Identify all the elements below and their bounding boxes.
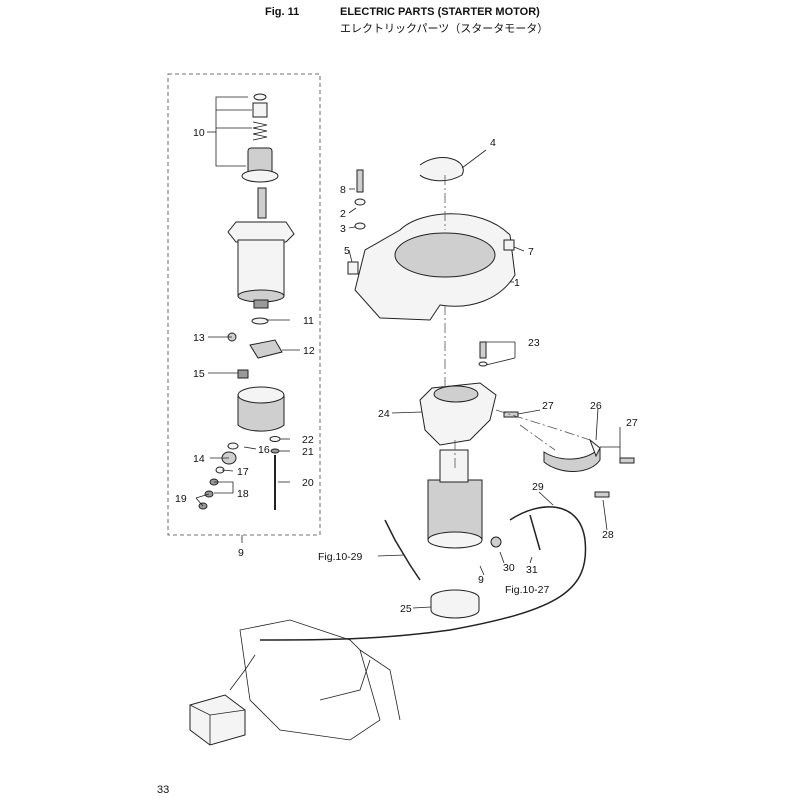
page-title-japanese: エレクトリックパーツ（スタータモータ） bbox=[340, 22, 549, 35]
callout-29: 29 bbox=[532, 481, 544, 493]
callout-25: 25 bbox=[400, 603, 412, 615]
battery bbox=[189, 694, 246, 746]
brush-parts bbox=[198, 317, 285, 510]
callout-20: 20 bbox=[302, 477, 314, 489]
figure-label: Fig. 11 bbox=[265, 6, 300, 18]
callout-16: 16 bbox=[258, 444, 270, 456]
callout-15: 15 bbox=[193, 368, 205, 380]
callout-27-upper: 27 bbox=[542, 400, 554, 412]
cover-bolts bbox=[347, 169, 515, 275]
callout-22: 22 bbox=[302, 434, 314, 446]
callout-13: 13 bbox=[193, 332, 205, 344]
callout-4: 4 bbox=[490, 137, 496, 149]
fig-10-27-reference: Fig.10-27 bbox=[505, 584, 550, 596]
callout-11: 11 bbox=[303, 315, 314, 327]
callout-18: 18 bbox=[237, 488, 249, 500]
callout-26: 26 bbox=[590, 400, 602, 412]
starter-motor-body bbox=[227, 187, 295, 309]
ground-cable bbox=[384, 519, 421, 581]
callout-1: 1 bbox=[514, 277, 520, 289]
callout-30: 30 bbox=[503, 562, 515, 574]
callout-19: 19 bbox=[175, 493, 187, 505]
callout-24: 24 bbox=[378, 408, 390, 420]
motor-mount-frame bbox=[239, 619, 401, 741]
pinion-assembly bbox=[241, 93, 279, 183]
retaining-ring bbox=[419, 157, 464, 182]
flywheel-cover bbox=[354, 213, 516, 321]
callout-23: 23 bbox=[528, 337, 540, 349]
callout-9-motor: 9 bbox=[478, 574, 484, 586]
callout-12: 12 bbox=[303, 345, 315, 357]
callout-28: 28 bbox=[602, 529, 614, 541]
page-title: ELECTRIC PARTS (STARTER MOTOR) bbox=[340, 6, 540, 18]
starter-subassembly-box bbox=[167, 73, 321, 536]
page-number: 33 bbox=[157, 784, 170, 796]
starter-bracket bbox=[419, 341, 497, 446]
band-bolts bbox=[490, 411, 635, 548]
callout-8: 8 bbox=[340, 184, 346, 196]
battery-cable bbox=[229, 654, 256, 691]
fig-10-29-reference: Fig.10-29 bbox=[318, 551, 363, 563]
callout-21: 21 bbox=[302, 446, 314, 458]
callout-31: 31 bbox=[526, 564, 538, 576]
callout-14: 14 bbox=[193, 453, 205, 465]
callout-3: 3 bbox=[340, 223, 346, 235]
callout-27-lower: 27 bbox=[626, 417, 638, 429]
callout-7: 7 bbox=[528, 246, 534, 258]
callout-10: 10 bbox=[193, 127, 205, 139]
callout-2: 2 bbox=[340, 208, 346, 220]
callout-5: 5 bbox=[344, 245, 350, 257]
callout-17: 17 bbox=[237, 466, 249, 478]
starter-motor-assembly bbox=[427, 449, 483, 619]
callout-9-box: 9 bbox=[238, 547, 244, 559]
motor-band bbox=[543, 438, 601, 472]
